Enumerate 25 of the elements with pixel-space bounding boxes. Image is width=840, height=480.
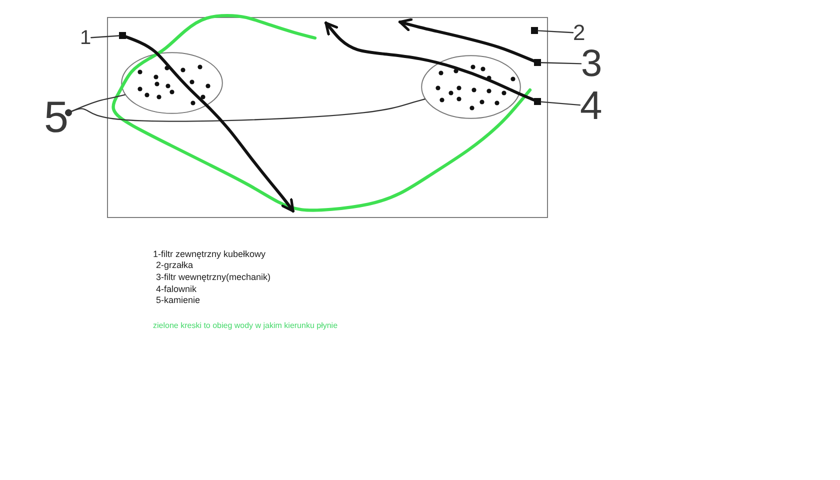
- key-text: 3-filtr wewnętrzny(mechanik): [156, 272, 271, 283]
- leader-line: [540, 101, 581, 106]
- stone-area-oval: [421, 55, 521, 119]
- note-text: zielone kreski to obieg wody w jakim kierunku płynie: [153, 320, 338, 331]
- stone-area-oval: [121, 52, 223, 114]
- key-text: 1-filtr zewnętrzny kubełkowy: [153, 249, 266, 260]
- key-text: 2-grzałka: [156, 260, 194, 271]
- callout-number: 3: [581, 45, 602, 83]
- leader-line: [540, 62, 582, 64]
- leader-line: [90, 35, 120, 38]
- key-text: 4-falownik: [156, 284, 197, 295]
- callout-number: 1: [80, 28, 92, 48]
- device-marker: [119, 32, 126, 39]
- leader-line: [537, 30, 574, 34]
- leader-line: [65, 98, 426, 122]
- callout-number: 4: [580, 86, 602, 126]
- device-marker: [534, 98, 541, 105]
- device-marker: [531, 27, 538, 34]
- callout-number: 2: [573, 22, 586, 44]
- flow-arrow: [124, 35, 294, 212]
- key-text: 5-kamienie: [156, 295, 200, 306]
- callout-number: 5: [44, 96, 68, 140]
- device-marker: [534, 59, 541, 66]
- flow-arrow: [324, 22, 536, 102]
- flow-arrow: [398, 18, 536, 63]
